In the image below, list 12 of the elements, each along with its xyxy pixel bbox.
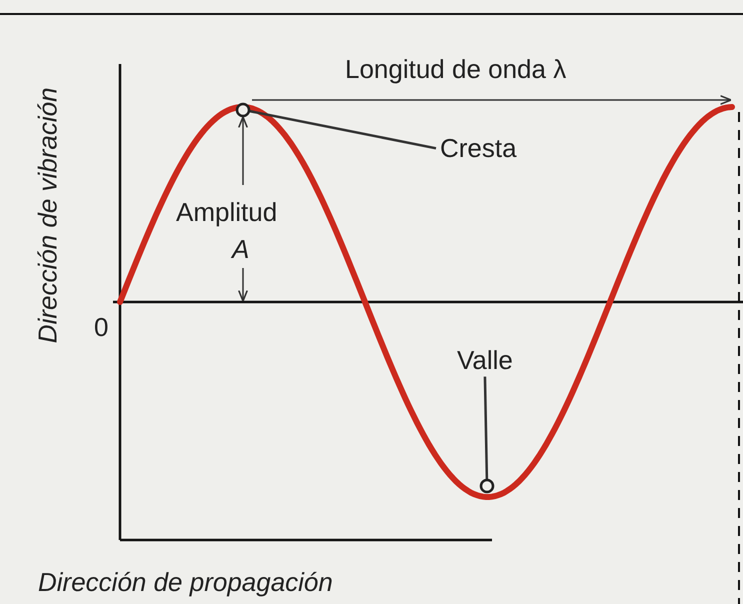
leader-line: [248, 110, 436, 150]
axis-title: Dirección de propagación: [38, 568, 333, 597]
dimension-label: Amplitud: [176, 198, 278, 227]
origin-label: 0: [94, 313, 108, 342]
point-marker: [236, 102, 250, 118]
callout-label: Valle: [457, 346, 513, 375]
dimension-label: Longitud de onda λ: [345, 55, 566, 84]
symbol-label: A: [232, 235, 250, 264]
callout-label: Cresta: [440, 134, 517, 163]
leader-line: [484, 376, 488, 480]
axis-title: Dirección de vibración: [34, 86, 62, 343]
point-marker: [480, 478, 494, 494]
